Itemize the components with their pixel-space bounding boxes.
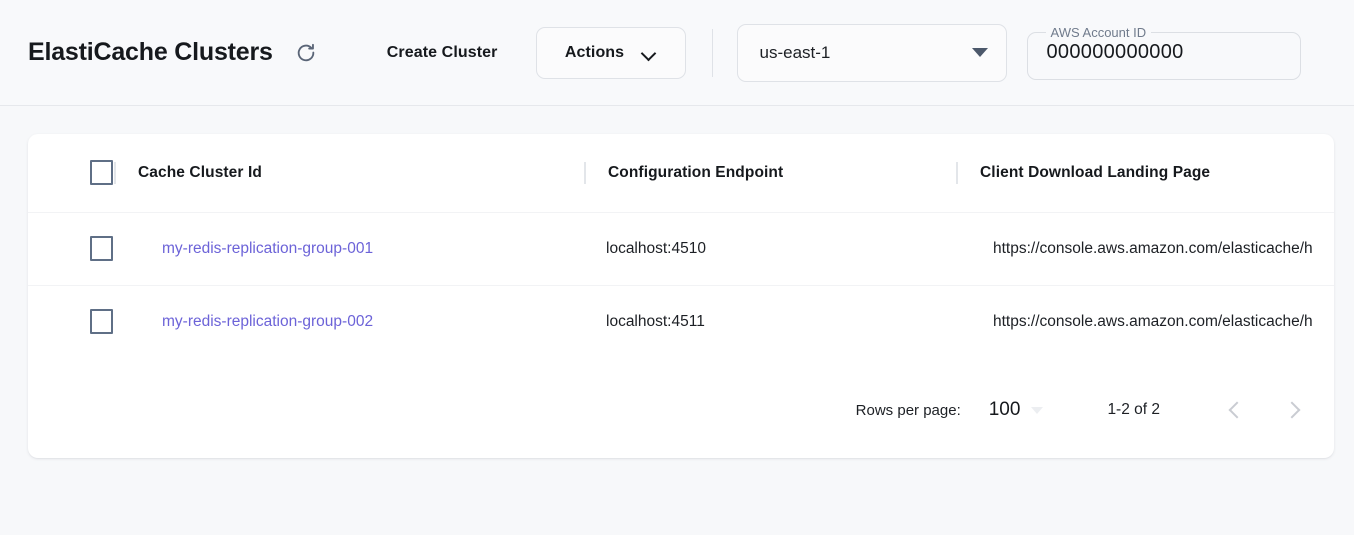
table-header-row: Cache Cluster Id Configuration Endpoint … xyxy=(28,134,1334,212)
toolbar-divider xyxy=(711,28,713,77)
column-header-label: Client Download Landing Page xyxy=(980,163,1211,181)
cluster-id-link[interactable]: my-redis-replication-group-002 xyxy=(162,312,374,330)
cell-client-download-landing-page: https://console.aws.amazon.com/elasticac… xyxy=(956,284,1334,358)
cell-client-download-landing-page: https://console.aws.amazon.com/elasticac… xyxy=(956,211,1334,285)
page-title: ElastiCache Clusters xyxy=(28,38,273,66)
row-select-cell xyxy=(28,211,114,285)
column-divider xyxy=(114,161,116,184)
rows-per-page-value[interactable]: 100 xyxy=(988,399,1021,420)
page-header: ElastiCache Clusters Create Cluster Acti… xyxy=(0,0,1354,106)
select-all-checkbox[interactable] xyxy=(90,160,113,186)
region-select-value: us-east-1 xyxy=(759,42,831,62)
column-header-label: Cache Cluster Id xyxy=(138,163,262,181)
select-all-cell xyxy=(28,134,114,212)
table-head: Cache Cluster Id Configuration Endpoint … xyxy=(28,134,1334,212)
chevron-down-icon xyxy=(642,48,656,57)
column-header-label: Configuration Endpoint xyxy=(608,163,784,181)
column-header-client-download-landing-page[interactable]: Client Download Landing Page xyxy=(956,134,1334,212)
column-header-cache-cluster-id[interactable]: Cache Cluster Id xyxy=(114,134,584,212)
cell-configuration-endpoint: localhost:4511 xyxy=(584,284,956,358)
refresh-icon xyxy=(295,42,317,64)
table-row: my-redis-replication-group-001 localhost… xyxy=(28,211,1334,285)
rows-per-page-label: Rows per page: xyxy=(855,401,961,419)
cluster-id-link[interactable]: my-redis-replication-group-001 xyxy=(162,239,374,257)
chevron-left-icon xyxy=(1228,401,1245,419)
previous-page-button[interactable] xyxy=(1212,387,1258,433)
cell-cache-cluster-id: my-redis-replication-group-002 xyxy=(114,284,584,358)
configuration-endpoint-value: localhost:4510 xyxy=(606,239,706,257)
chevron-right-icon xyxy=(1283,401,1300,419)
clusters-table-card: Cache Cluster Id Configuration Endpoint … xyxy=(28,134,1334,458)
triangle-down-icon[interactable] xyxy=(1031,406,1044,414)
row-select-cell xyxy=(28,284,114,358)
cell-configuration-endpoint: localhost:4510 xyxy=(584,211,956,285)
create-cluster-button[interactable]: Create Cluster xyxy=(383,36,502,70)
column-divider xyxy=(956,161,958,184)
clusters-table: Cache Cluster Id Configuration Endpoint … xyxy=(28,134,1334,358)
configuration-endpoint-value: localhost:4511 xyxy=(606,312,705,330)
column-divider xyxy=(584,161,586,184)
cell-cache-cluster-id: my-redis-replication-group-001 xyxy=(114,211,584,285)
landing-page-value: https://console.aws.amazon.com/elasticac… xyxy=(993,312,1313,330)
region-select[interactable]: us-east-1 xyxy=(736,23,1007,82)
landing-page-value: https://console.aws.amazon.com/elasticac… xyxy=(993,239,1313,257)
pagination-range-label: 1-2 of 2 xyxy=(1107,401,1160,418)
column-header-configuration-endpoint[interactable]: Configuration Endpoint xyxy=(584,134,956,212)
aws-account-id-value: 000000000000 xyxy=(1046,41,1184,63)
table-body: my-redis-replication-group-001 localhost… xyxy=(28,211,1334,358)
actions-button-label: Actions xyxy=(564,43,625,61)
aws-account-id-field[interactable]: AWS Account ID 000000000000 xyxy=(1026,25,1301,80)
triangle-down-icon xyxy=(971,48,988,57)
table-pagination: Rows per page: 100 1-2 of 2 xyxy=(28,362,1334,458)
row-checkbox[interactable] xyxy=(90,236,113,261)
actions-button[interactable]: Actions xyxy=(535,26,686,79)
table-row: my-redis-replication-group-002 localhost… xyxy=(28,284,1334,358)
next-page-button[interactable] xyxy=(1270,387,1316,433)
row-checkbox[interactable] xyxy=(90,309,113,335)
refresh-button[interactable] xyxy=(289,36,323,70)
